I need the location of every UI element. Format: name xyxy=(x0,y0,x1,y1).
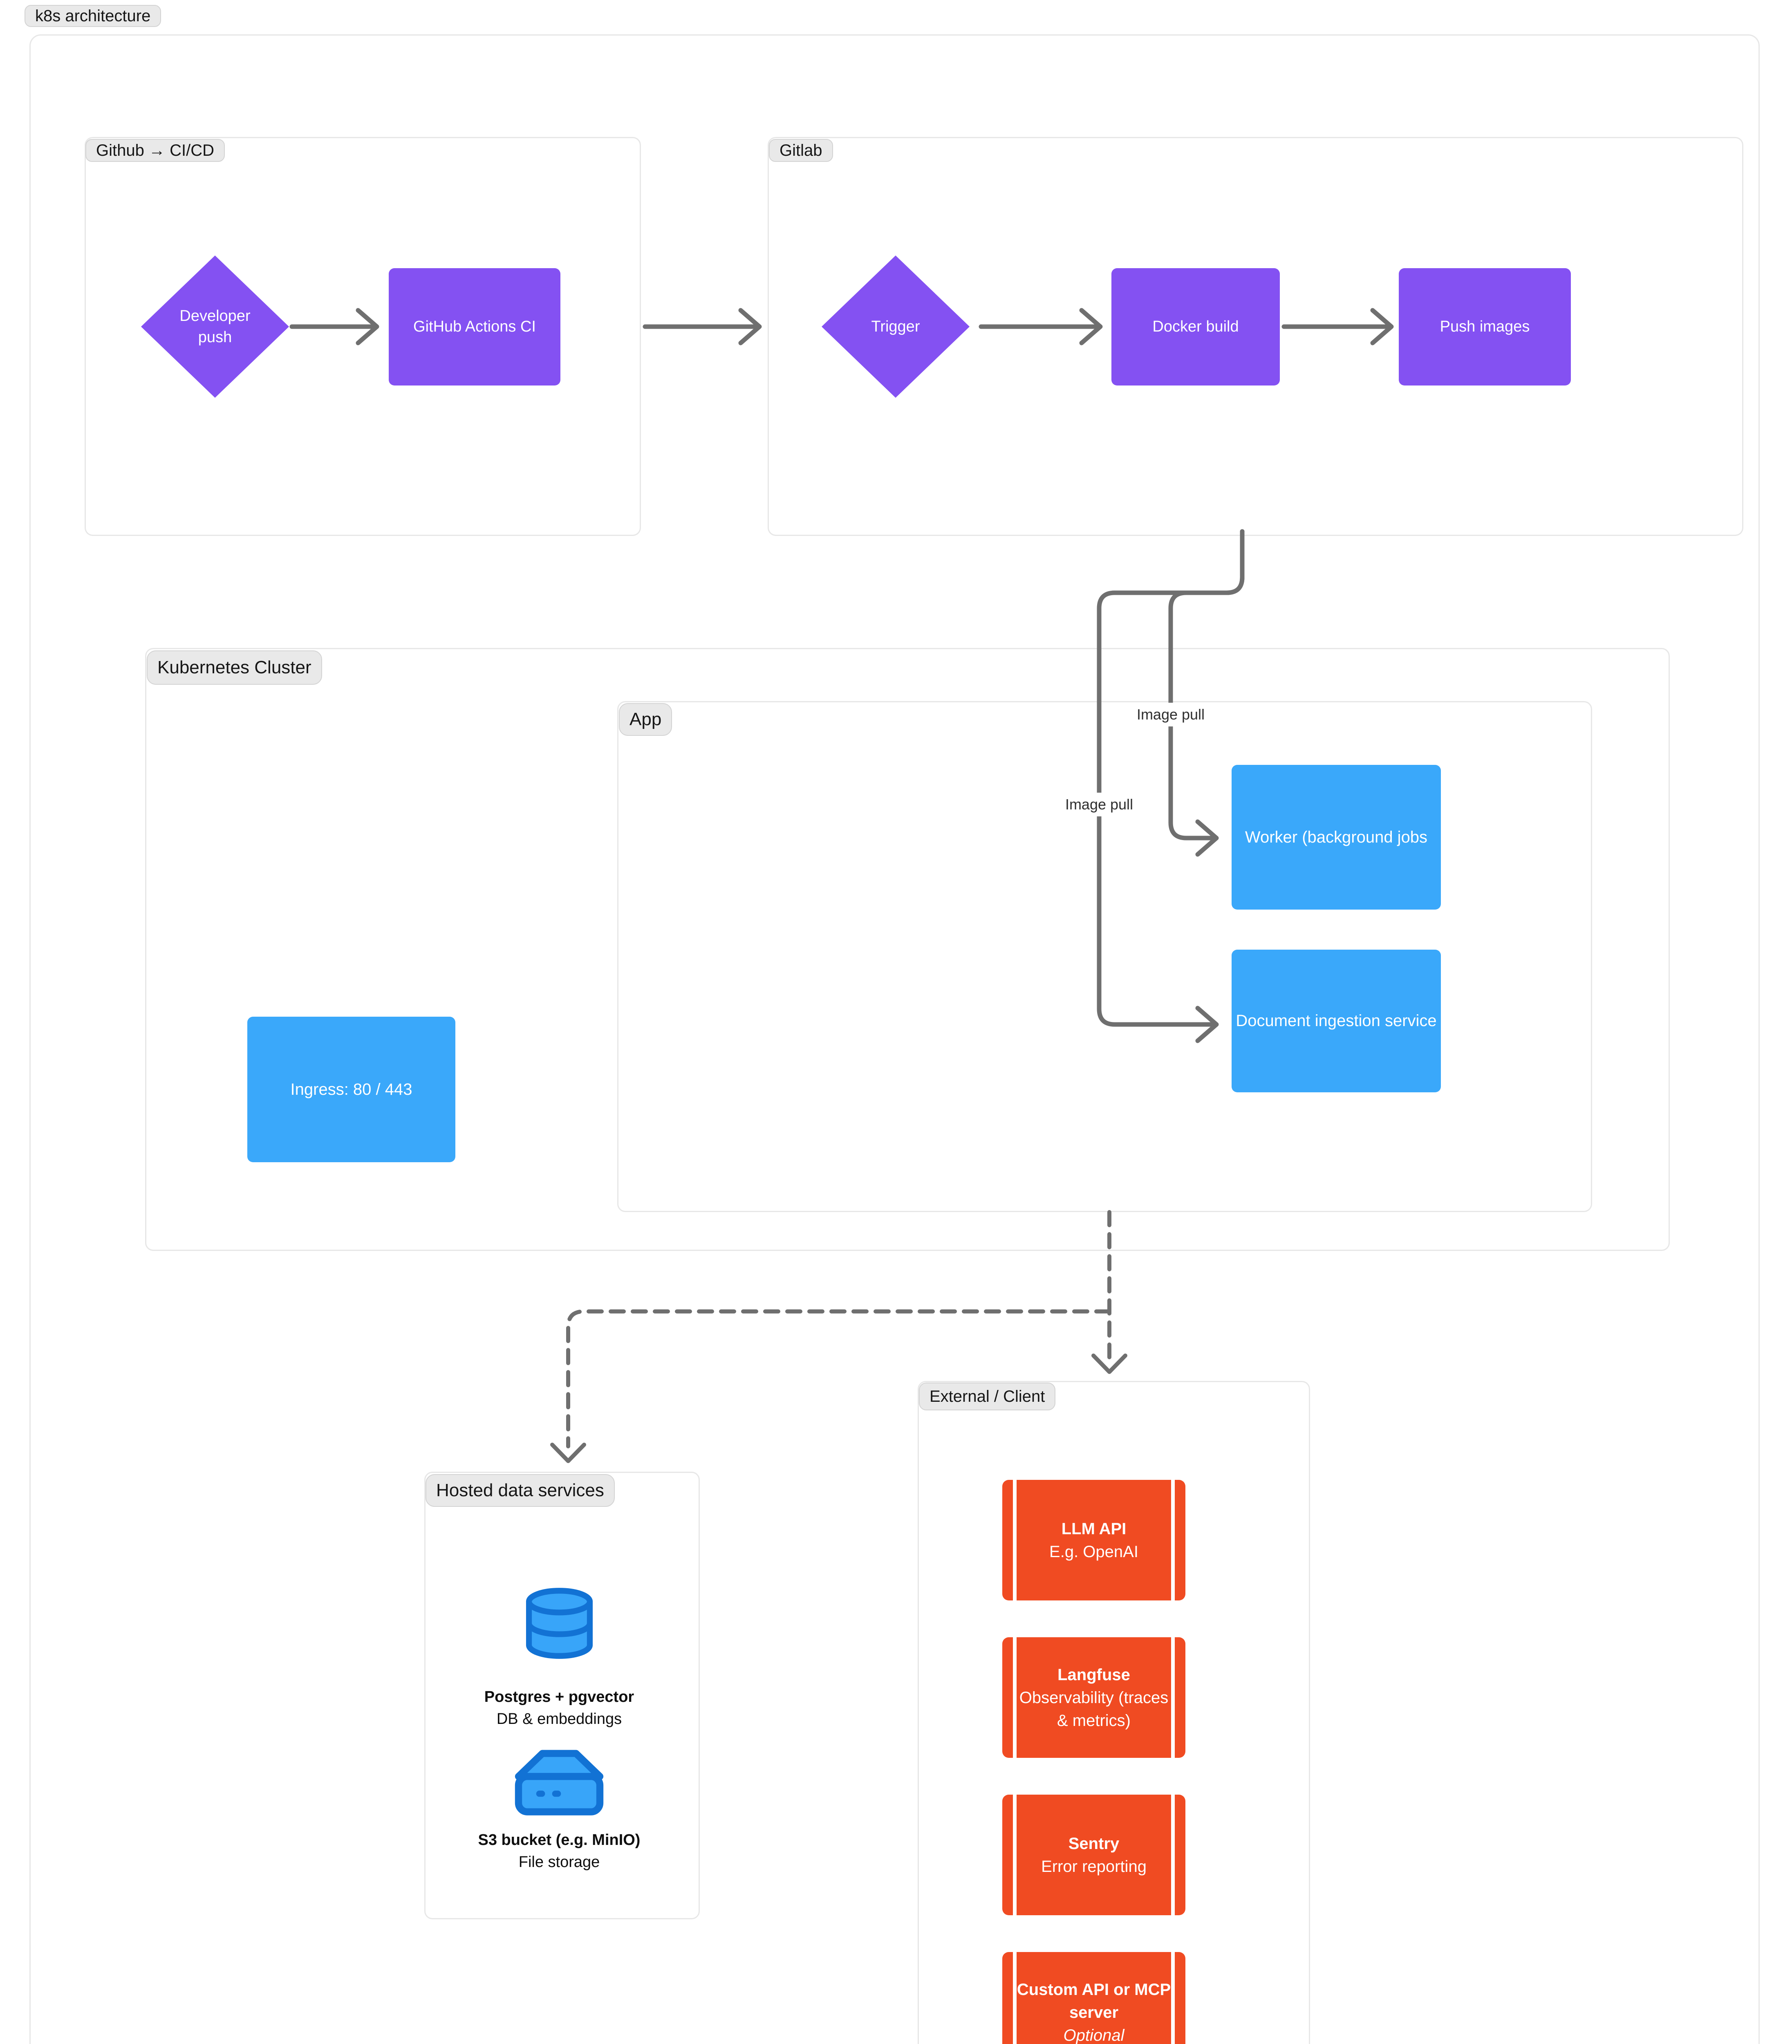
node-push-images[interactable]: Push images xyxy=(1399,268,1571,385)
node-label: Worker (background jobs xyxy=(1245,828,1428,846)
canvas-title-chip[interactable]: k8s architecture xyxy=(25,5,161,27)
node-subtitle: Optional xyxy=(1063,2026,1124,2044)
frame-label-hosted-data[interactable]: Hosted data services xyxy=(426,1474,615,1507)
frame-label-github-cicd[interactable]: Github → CI/CD xyxy=(85,139,225,162)
node-label: Docker build xyxy=(1152,318,1239,335)
process-stripe xyxy=(1013,1952,1017,2044)
node-label: GitHub Actions CI xyxy=(413,318,536,335)
process-stripe xyxy=(1013,1637,1017,1758)
node-title: LLM API xyxy=(1061,1520,1127,1538)
postgres-caption-subtitle: DB & embeddings xyxy=(496,1710,622,1728)
s3-caption-title: S3 bucket (e.g. MinIO) xyxy=(478,1831,641,1849)
node-label: Trigger xyxy=(871,318,920,335)
process-stripe xyxy=(1013,1795,1017,1915)
edge-label-image-pull-worker: Image pull xyxy=(1130,703,1212,726)
storage-box-icon[interactable] xyxy=(511,1750,608,1819)
node-worker-background-jobs[interactable]: Worker (background jobs xyxy=(1232,765,1441,910)
node-document-ingestion-service[interactable]: Document ingestion service xyxy=(1232,950,1441,1092)
frame-label-external-client[interactable]: External / Client xyxy=(919,1383,1056,1410)
node-github-actions-ci[interactable]: GitHub Actions CI xyxy=(389,268,560,385)
node-llm-api[interactable]: LLM API E.g. OpenAI xyxy=(1002,1480,1185,1600)
node-title: Sentry xyxy=(1068,1834,1120,1853)
s3-caption-subtitle: File storage xyxy=(518,1853,600,1871)
database-icon[interactable] xyxy=(520,1587,599,1660)
node-langfuse[interactable]: Langfuse Observability (traces & metrics… xyxy=(1002,1637,1185,1758)
node-custom-api-or-mcp-server[interactable]: Custom API or MCP server Optional xyxy=(1002,1952,1185,2044)
node-subtitle: E.g. OpenAI xyxy=(1049,1542,1138,1561)
frame-label-kubernetes[interactable]: Kubernetes Cluster xyxy=(147,650,322,685)
node-label: Ingress: 80 / 443 xyxy=(290,1080,412,1098)
edge-label-image-pull-ingestion: Image pull xyxy=(1058,793,1140,816)
node-label: Document ingestion service xyxy=(1236,1012,1437,1030)
postgres-caption-title: Postgres + pgvector xyxy=(484,1688,634,1706)
frame-app[interactable] xyxy=(617,701,1592,1212)
node-docker-build[interactable]: Docker build xyxy=(1111,268,1280,385)
node-subtitle: Observability (traces xyxy=(1019,1688,1169,1707)
node-ingress[interactable]: Ingress: 80 / 443 xyxy=(247,1017,455,1162)
node-subtitle: & metrics) xyxy=(1057,1711,1131,1730)
node-sentry[interactable]: Sentry Error reporting xyxy=(1002,1795,1185,1915)
process-stripe xyxy=(1171,1637,1175,1758)
process-stripe xyxy=(1171,1952,1175,2044)
node-subtitle: Error reporting xyxy=(1041,1857,1147,1876)
frame-hosted-data-services[interactable] xyxy=(424,1472,700,1919)
node-title: Langfuse xyxy=(1057,1665,1130,1684)
process-stripe xyxy=(1013,1480,1017,1600)
frame-label-gitlab[interactable]: Gitlab xyxy=(769,139,833,162)
node-title: server xyxy=(1069,2003,1119,2022)
node-label: Push images xyxy=(1440,318,1530,335)
node-label: Developer push xyxy=(179,307,251,346)
node-title: Custom API or MCP xyxy=(1017,1980,1171,1999)
process-stripe xyxy=(1171,1480,1175,1600)
frame-label-app[interactable]: App xyxy=(619,703,672,736)
process-stripe xyxy=(1171,1795,1175,1915)
